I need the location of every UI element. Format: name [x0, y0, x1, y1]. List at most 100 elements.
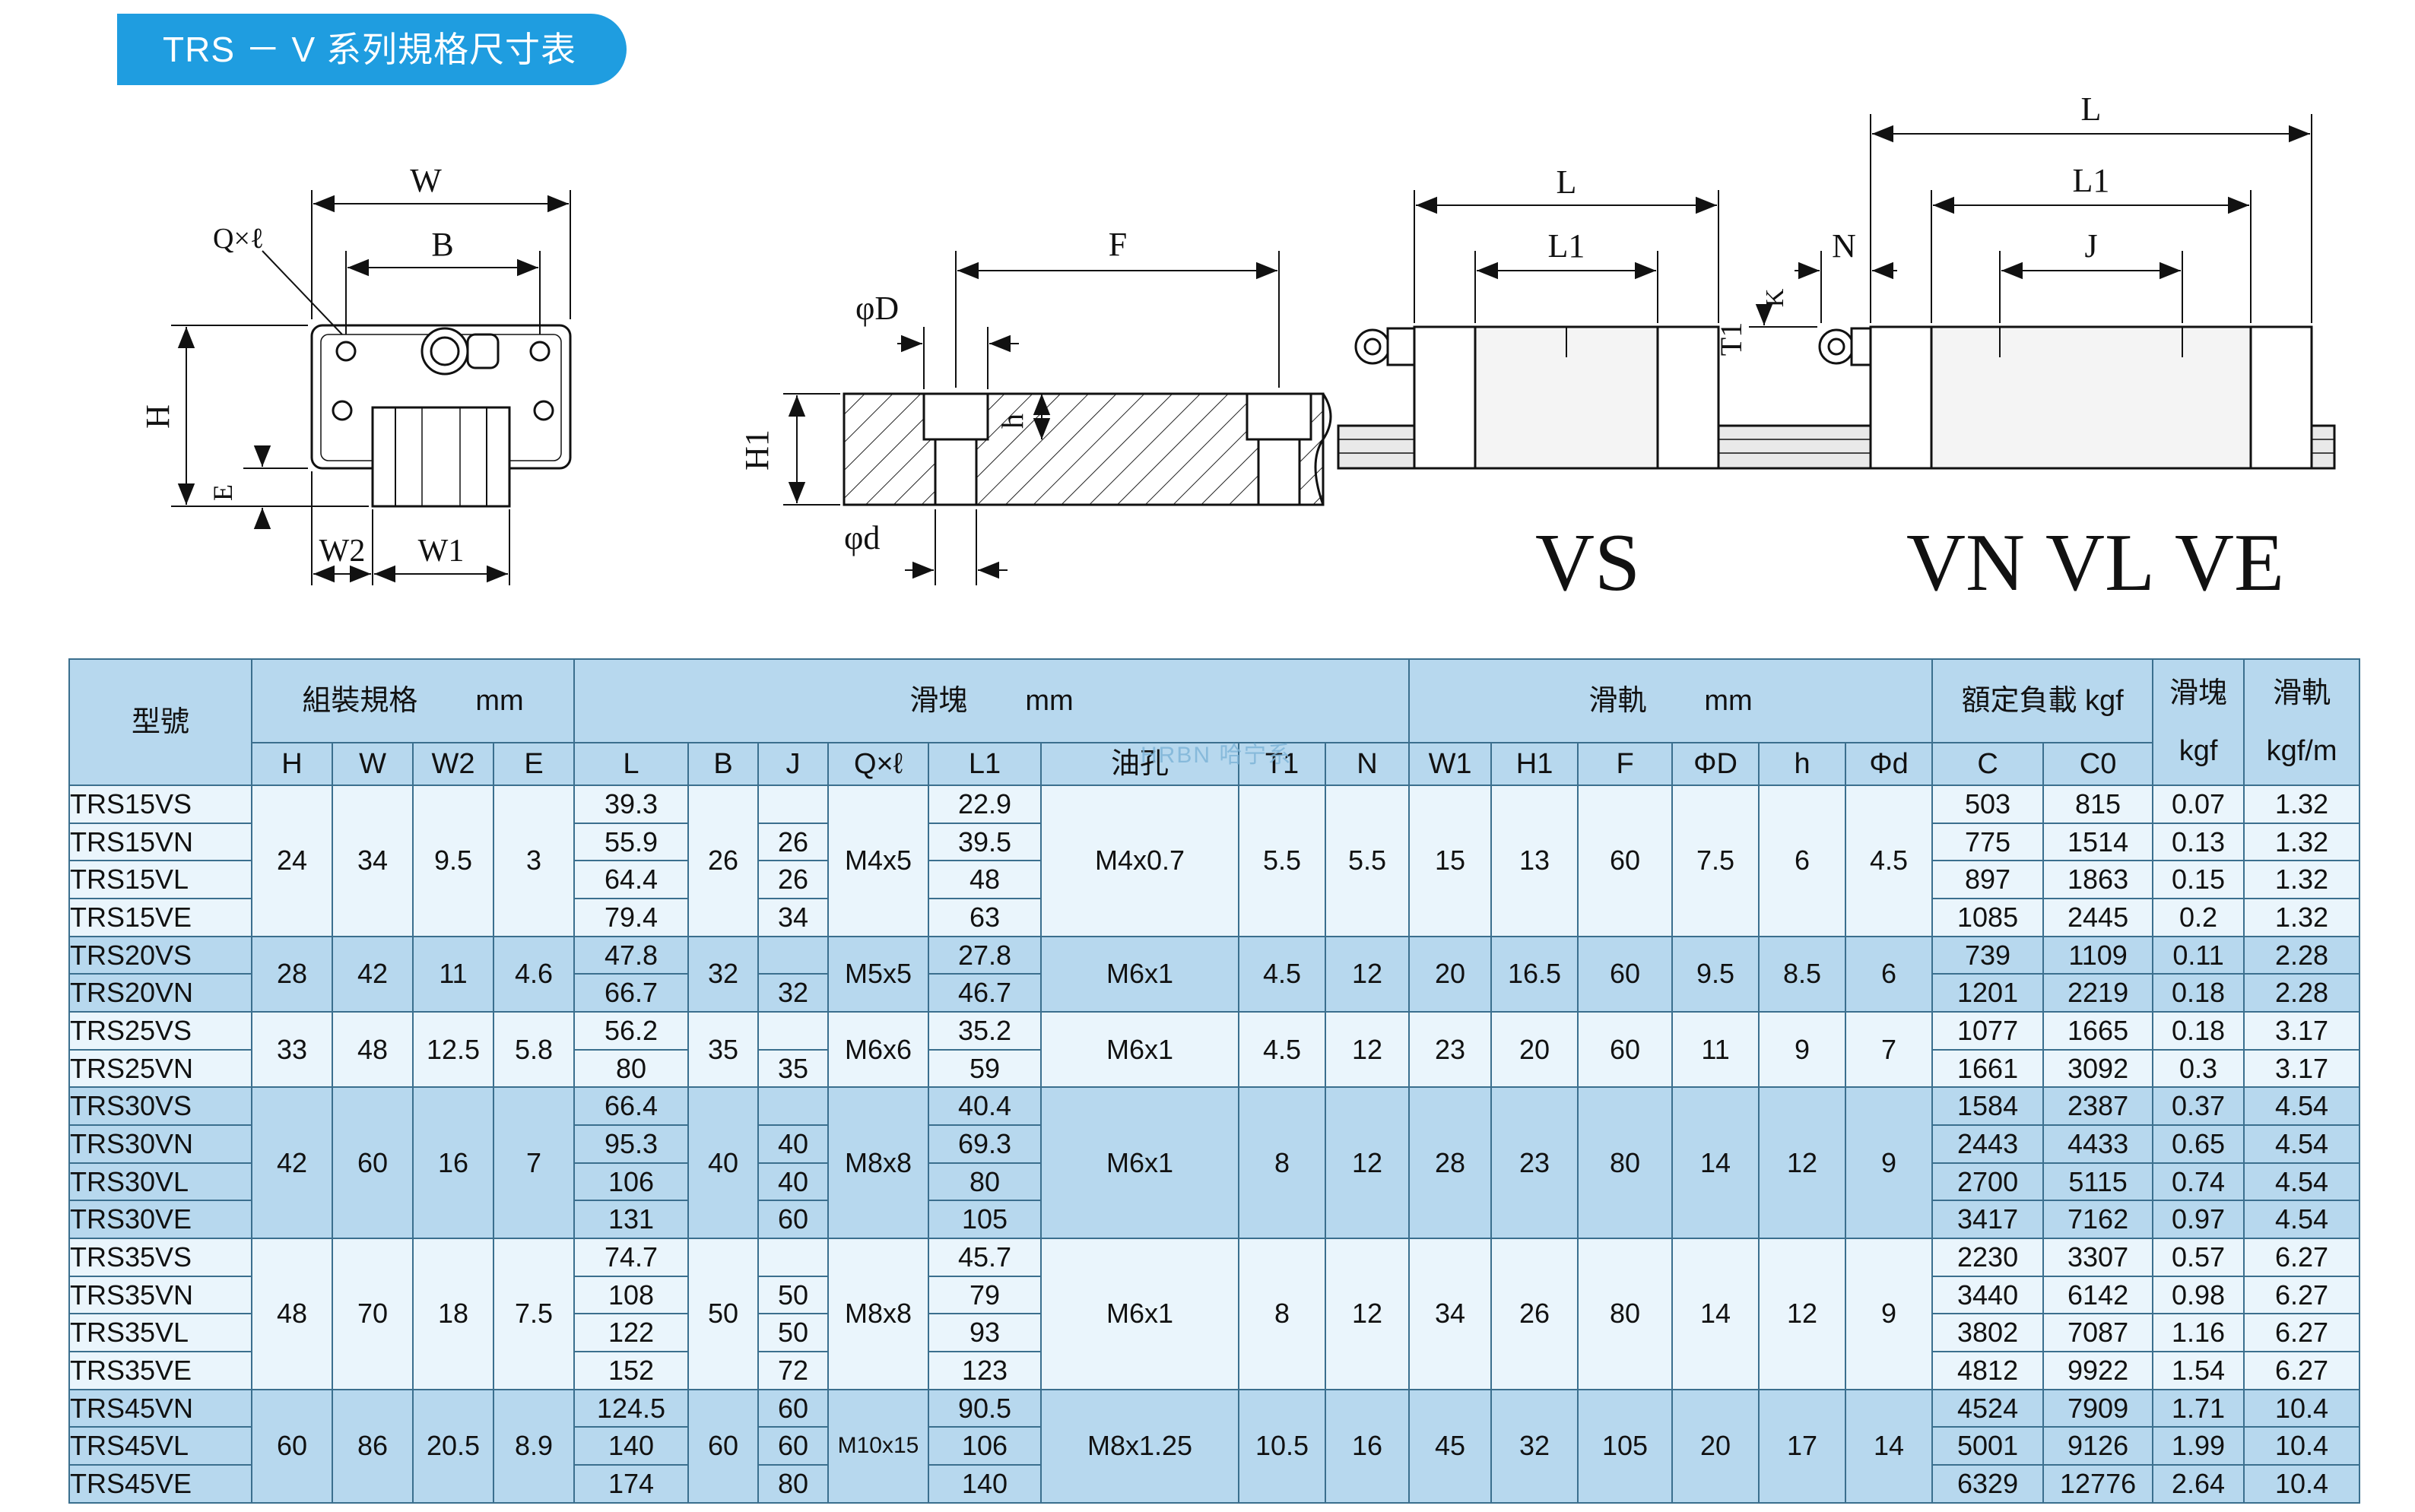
table-cell: 8.9: [493, 1388, 575, 1504]
table-cell: 3440: [1931, 1275, 2045, 1315]
label-vs: VS: [1535, 518, 1640, 608]
table-cell: 3417: [1931, 1200, 2045, 1240]
table-cell: 48: [251, 1238, 333, 1390]
header-col: B: [687, 742, 759, 786]
header-rail: 滑軌 mm: [1408, 658, 1934, 743]
table-cell: 7: [493, 1086, 575, 1240]
model-cell: TRS30VS: [68, 1086, 252, 1127]
table-cell: 32: [687, 935, 759, 1013]
model-cell: TRS30VE: [68, 1200, 252, 1240]
header-col: W1: [1408, 742, 1493, 786]
table-cell: 9.5: [1671, 935, 1760, 1013]
label-K: K: [1761, 288, 1789, 307]
table-cell: M6x6: [827, 1011, 929, 1089]
table-cell: 69.3: [928, 1124, 1042, 1164]
model-cell: TRS35VE: [68, 1351, 252, 1390]
header-col: Φd: [1845, 742, 1934, 786]
table-cell: 20: [1671, 1388, 1760, 1504]
header-col: H1: [1490, 742, 1579, 786]
table-cell: 6142: [2042, 1275, 2154, 1315]
table-cell: 7162: [2042, 1200, 2154, 1240]
table-cell: 0.13: [2152, 822, 2245, 862]
empty-slash-cell: [757, 935, 829, 975]
table-cell: 140: [928, 1464, 1042, 1504]
table-cell: 14: [1671, 1238, 1760, 1390]
watermark-logo: HRBN 哈宁系: [1141, 743, 1293, 768]
table-cell: 4.5: [1238, 935, 1326, 1013]
table-cell: 12: [1758, 1086, 1847, 1240]
label-ve: VE: [2175, 518, 2284, 608]
table-cell: 7087: [2042, 1313, 2154, 1353]
table-cell: 20: [1408, 935, 1493, 1013]
header-col: J: [757, 742, 829, 786]
table-cell: 4433: [2042, 1124, 2154, 1164]
label-vn: VN: [1906, 518, 2025, 608]
table-cell: 72: [757, 1351, 829, 1390]
table-cell: 5.5: [1238, 785, 1326, 937]
table-cell: 12.5: [412, 1011, 494, 1089]
table-cell: 35: [687, 1011, 759, 1089]
table-cell: 2.28: [2243, 935, 2361, 975]
table-cell: 3802: [1931, 1313, 2045, 1353]
table-cell: 60: [757, 1200, 829, 1240]
table-cell: 80: [573, 1048, 689, 1089]
table-cell: 34: [332, 785, 414, 937]
table-cell: 108: [573, 1275, 689, 1315]
header-block: 滑塊 mm: [573, 658, 1411, 743]
table-cell: 70: [332, 1238, 414, 1390]
table-cell: 12: [1324, 1238, 1411, 1390]
model-cell: TRS15VN: [68, 822, 252, 862]
table-cell: 106: [928, 1426, 1042, 1466]
table-cell: 12: [1324, 935, 1411, 1013]
table-cell: 35.2: [928, 1011, 1042, 1051]
table-cell: 3.17: [2243, 1048, 2361, 1089]
table-cell: 60: [1577, 785, 1674, 937]
table-cell: 1.16: [2152, 1313, 2245, 1353]
table-cell: 9.5: [412, 785, 494, 937]
table-cell: 9: [1758, 1011, 1847, 1089]
table-cell: 8: [1238, 1238, 1326, 1390]
table-cell: 6329: [1931, 1464, 2045, 1504]
table-cell: 16: [412, 1086, 494, 1240]
table-cell: 80: [757, 1464, 829, 1504]
rail-section-drawing: [783, 251, 1332, 585]
model-cell: TRS15VE: [68, 898, 252, 937]
header-col: ΦD: [1671, 742, 1760, 786]
table-cell: 10.4: [2243, 1464, 2361, 1504]
table-cell: 0.18: [2152, 1011, 2245, 1051]
table-cell: 46.7: [928, 973, 1042, 1013]
model-cell: TRS20VN: [68, 973, 252, 1013]
table-cell: 4524: [1931, 1388, 2045, 1428]
table-cell: 0.65: [2152, 1124, 2245, 1164]
table-cell: 35: [757, 1048, 829, 1089]
technical-drawings: W B Q×ℓ H E W2 W1 F φD φd H1 h: [139, 91, 2336, 608]
table-cell: 123: [928, 1351, 1042, 1390]
table-cell: 6: [1758, 785, 1847, 937]
table-cell: 0.07: [2152, 785, 2245, 824]
header-model: 型號: [68, 658, 252, 786]
table-cell: 48: [332, 1011, 414, 1089]
table-cell: 42: [332, 935, 414, 1013]
label-L1-vn: L1: [2073, 162, 2110, 199]
table-cell: 14: [1845, 1388, 1934, 1504]
empty-slash-cell: [757, 1086, 829, 1127]
table-cell: 23: [1408, 1011, 1493, 1089]
table-cell: 93: [928, 1313, 1042, 1353]
table-cell: 39.5: [928, 822, 1042, 862]
header-col: T1: [1238, 742, 1326, 786]
table-cell: 9: [1845, 1238, 1934, 1390]
table-cell: 0.37: [2152, 1086, 2245, 1127]
table-cell: 34: [1408, 1238, 1493, 1390]
table-cell: 2.28: [2243, 973, 2361, 1013]
header-col: W: [332, 742, 414, 786]
table-cell: 10.5: [1238, 1388, 1326, 1504]
